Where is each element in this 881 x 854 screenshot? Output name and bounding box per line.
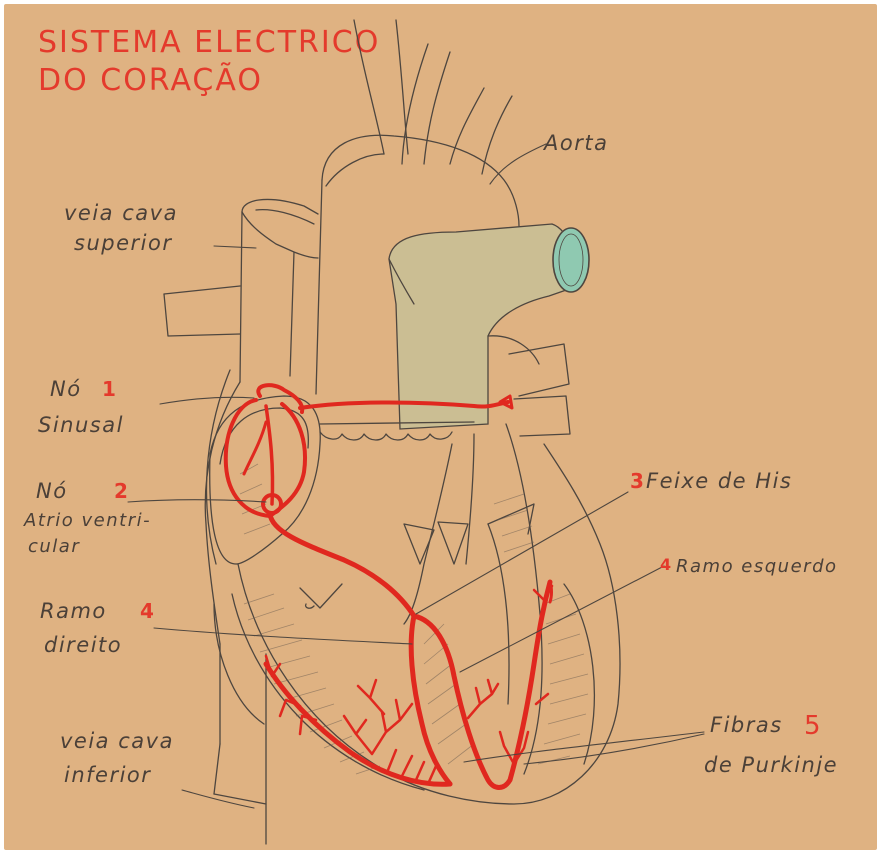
paper-sheet: SISTEMA ELECTRICO DO CORAÇÃO xyxy=(4,4,877,850)
label-bundle-his: Feixe de His xyxy=(646,469,792,493)
label-purkinje-line2: de Purkinje xyxy=(704,753,838,777)
heart-outline xyxy=(205,370,620,844)
heart-diagram: SISTEMA ELECTRICO DO CORAÇÃO xyxy=(4,4,877,850)
title-line-2: DO CORAÇÃO xyxy=(38,62,263,98)
superior-vena-cava xyxy=(240,199,318,382)
pulmonary-trunk xyxy=(389,224,589,429)
label-vena-cava-superior-line2: superior xyxy=(74,231,172,255)
aorta-lumen xyxy=(553,228,589,292)
label-av-node-line2: Atrio ventri- xyxy=(23,510,151,531)
label-vena-cava-inferior-line2: inferior xyxy=(64,763,151,787)
pulmonary-veins xyxy=(488,336,570,436)
label-right-branch-number: 4 xyxy=(140,599,154,623)
label-right-branch-line1: Ramo xyxy=(40,599,107,623)
label-purkinje-number: 5 xyxy=(804,711,821,741)
title-line-1: SISTEMA ELECTRICO xyxy=(38,25,380,60)
conduction-system xyxy=(226,385,552,787)
label-av-node-line3: cular xyxy=(28,536,80,557)
right-pulmonary-artery xyxy=(164,286,240,336)
label-sa-node-number: 1 xyxy=(102,377,116,401)
label-vena-cava-superior-line1: veia cava xyxy=(64,201,178,225)
label-aorta: Aorta xyxy=(542,131,608,155)
label-sa-node-line1: Nó xyxy=(50,377,82,401)
label-av-node-number: 2 xyxy=(114,479,128,503)
label-right-branch-line2: direito xyxy=(44,633,122,657)
label-bundle-his-number: 3 xyxy=(630,469,644,493)
label-vena-cava-inferior-line1: veia cava xyxy=(60,729,174,753)
label-av-node-line1: Nó xyxy=(36,479,68,503)
label-purkinje-line1: Fibras xyxy=(710,713,783,737)
label-sa-node-line2: Sinusal xyxy=(38,413,124,437)
label-left-branch-number: 4 xyxy=(660,555,671,574)
label-left-branch: Ramo esquerdo xyxy=(676,556,838,577)
